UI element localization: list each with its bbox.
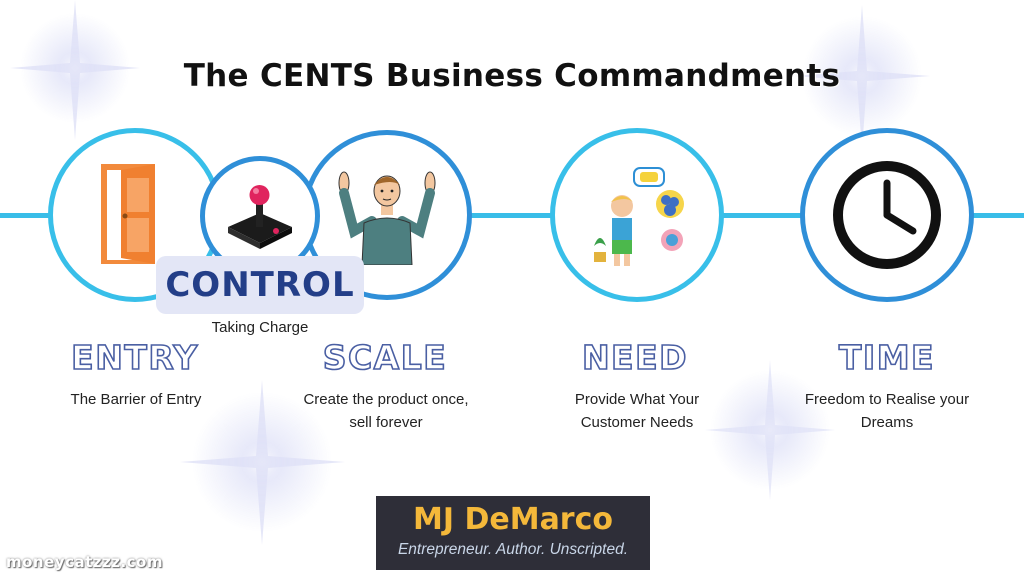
control-tagline: Taking Charge <box>211 319 309 336</box>
entry-heading: ENTRY <box>70 337 199 378</box>
page-title: The CENTS Business Commandments <box>183 58 841 94</box>
time-circle <box>800 128 974 302</box>
entry-tagline: The Barrier of Entry <box>36 388 236 411</box>
scale-tagline-line: Create the product once, <box>303 391 469 408</box>
need-circle <box>550 128 724 302</box>
brand-subtitle: Entrepreneur. Author. Unscripted. <box>397 541 629 558</box>
time-tagline-line: Freedom to Realise your <box>804 391 970 408</box>
person-hands-up-icon <box>332 165 442 265</box>
brand-box: MJ DeMarco Entrepreneur. Author. Unscrip… <box>376 496 650 570</box>
need-tagline-line: Customer Needs <box>580 414 694 431</box>
connector-line <box>0 213 1024 218</box>
need-tagline-line: Provide What Your <box>574 391 700 408</box>
need-tagline: Provide What Your Customer Needs <box>527 388 747 434</box>
scale-tagline-line: sell forever <box>349 414 423 431</box>
time-tagline: Freedom to Realise your Dreams <box>772 388 1002 434</box>
time-heading: TIME <box>838 337 936 378</box>
brand-name: MJ DeMarco <box>413 502 613 537</box>
child-thinking-icon <box>582 160 692 270</box>
time-tagline-line: Dreams <box>860 414 914 431</box>
clock-icon <box>831 159 943 271</box>
scale-tagline: Create the product once, sell forever <box>276 388 496 434</box>
open-door-icon <box>95 160 175 270</box>
entry-tagline-line: The Barrier of Entry <box>70 391 202 408</box>
control-heading: CONTROL <box>156 256 364 314</box>
joystick-icon <box>224 181 296 251</box>
watermark: moneycatzzz.com <box>6 553 163 571</box>
need-heading: NEED <box>581 337 689 378</box>
scale-heading: SCALE <box>322 337 448 378</box>
